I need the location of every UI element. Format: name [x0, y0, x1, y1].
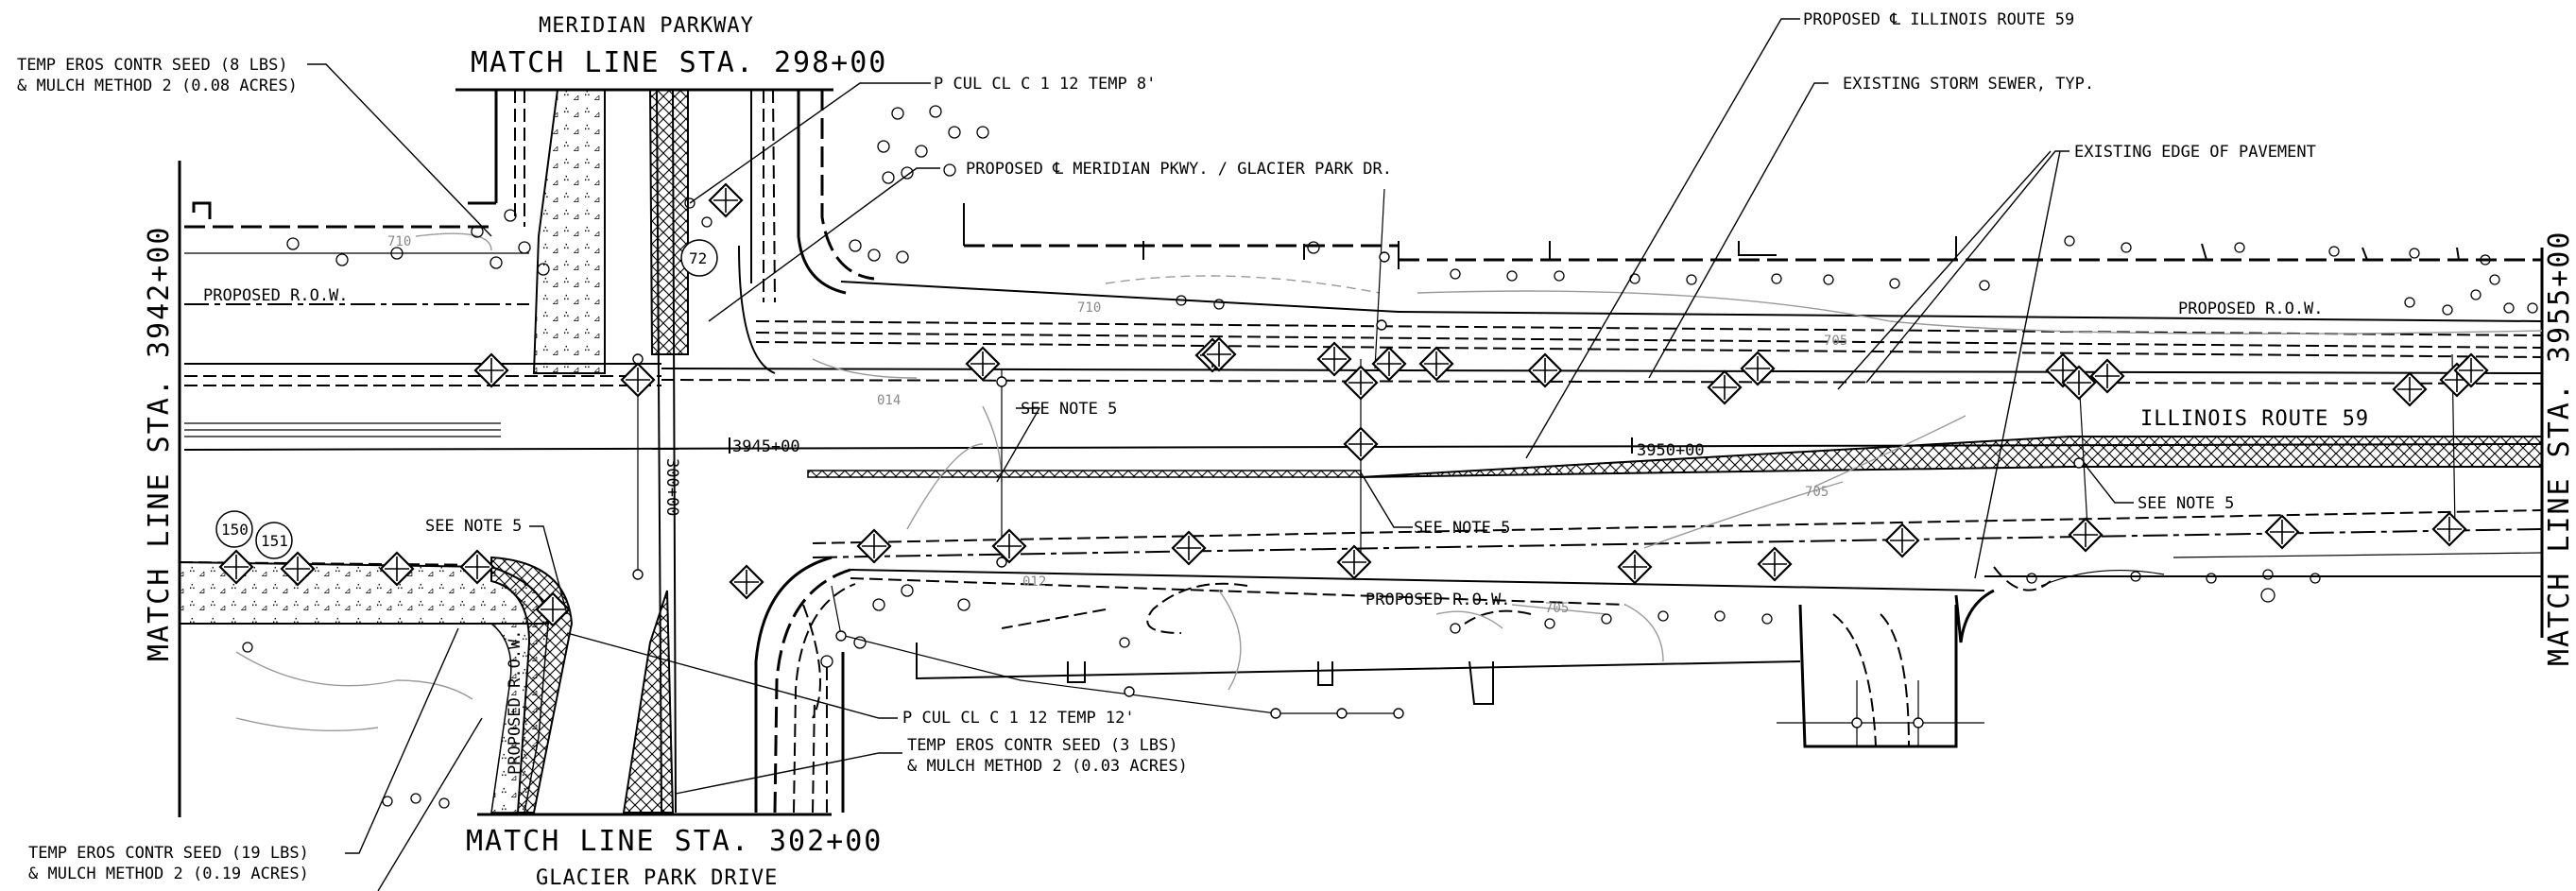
station-ticks — [652, 437, 1633, 454]
callout-cul-12: P CUL CL C 1 12 TEMP 12' — [902, 709, 1135, 728]
erosion-diamond-cross — [626, 368, 650, 392]
callout-see-note-5-c: SEE NOTE 5 — [1414, 519, 1510, 538]
callout-existing-storm: EXISTING STORM SEWER, TYP. — [1843, 75, 2094, 94]
erosion-diamond-cross — [713, 188, 738, 213]
route-label: ILLINOIS ROUTE 59 — [2140, 407, 2369, 431]
contour-710: 710 — [1077, 300, 1101, 316]
contour-705-b: 705 — [1545, 601, 1569, 616]
callout-eros-8-l2: & MULCH METHOD 2 (0.08 ACRES) — [17, 77, 298, 95]
tag-72-circle — [680, 239, 718, 277]
erosion-diamond-cross — [862, 534, 886, 558]
erosion-diamond-cross — [1745, 356, 1770, 381]
erosion-diamond-cross — [385, 557, 409, 581]
tag-151-circle — [255, 522, 293, 559]
erosion-diamond-cross — [2397, 377, 2422, 402]
tag-150-label: 150 — [221, 521, 249, 539]
erosion-diamond-cross — [1348, 432, 1373, 456]
matchline-borders — [178, 88, 2544, 817]
contour-705-a: 705 — [1824, 334, 1847, 349]
erosion-markers — [218, 182, 2489, 627]
utility-manholes — [632, 251, 2085, 728]
matchline-south: MATCH LINE STA. 302+00 — [466, 825, 883, 858]
erosion-diamond-cross — [2067, 370, 2091, 395]
callout-eros-3-l1: TEMP EROS CONTR SEED (3 LBS) — [907, 736, 1178, 755]
erosion-diamond-cross — [1623, 555, 1647, 579]
erosion-diamond-cross — [465, 555, 489, 579]
contour-710-b: 710 — [387, 234, 411, 249]
tag-circles — [215, 239, 718, 559]
erosion-diamond-cross — [1762, 552, 1787, 576]
station-300: 300+00 — [662, 458, 681, 516]
erosion-diamond-cross — [2073, 523, 2098, 547]
callout-eros-8-l1: TEMP EROS CONTR SEED (8 LBS) — [17, 56, 288, 75]
callout-proposed-cl-meridian: PROPOSED ℄ MERIDIAN PKWY. / GLACIER PARK… — [966, 160, 1392, 179]
erosion-diamond-cross — [1342, 550, 1366, 574]
erosion-diamond-cross — [1348, 370, 1373, 395]
erosion-diamond-cross — [224, 555, 249, 579]
hook-mark — [192, 201, 212, 219]
erosion-diamond-cross — [1377, 351, 1401, 376]
callout-cul-8: P CUL CL C 1 12 TEMP 8' — [934, 75, 1156, 94]
contour-012: 012 — [1022, 574, 1046, 590]
callout-eros-19-l2: & MULCH METHOD 2 (0.19 ACRES) — [28, 865, 309, 883]
text-layer: MERIDIAN PARKWAY MATCH LINE STA. 298+00 … — [17, 10, 2576, 890]
tag-150-circle — [215, 510, 253, 548]
proposed-row-west: PROPOSED R.O.W. — [203, 286, 349, 305]
callout-proposed-cl-route: PROPOSED ℄ ILLINOIS ROUTE 59 — [1803, 10, 2074, 29]
erosion-diamond-cross — [2459, 358, 2483, 383]
erosion-diamond-cross — [2095, 364, 2120, 388]
erosion-diamond-cross — [997, 534, 1022, 558]
callout-existing-edge: EXISTING EDGE OF PAVEMENT — [2074, 143, 2316, 162]
contour-014: 014 — [877, 393, 901, 408]
erosion-diamond-cross — [970, 351, 995, 376]
seed-areas — [179, 89, 606, 814]
station-3945: 3945+00 — [732, 437, 800, 456]
erosion-diamond-cross — [1322, 347, 1347, 371]
erosion-diamond-cross — [1533, 358, 1557, 383]
erosion-diamond-cross — [1890, 528, 1915, 553]
matchline-west: MATCH LINE STA. 3942+00 — [143, 226, 176, 661]
street-south-label: GLACIER PARK DRIVE — [536, 866, 778, 890]
tag-72-label: 72 — [689, 249, 707, 267]
erosion-diamond-cross — [541, 597, 565, 622]
erosion-diamond-cross — [479, 358, 504, 383]
leader-lines — [307, 18, 2134, 891]
erosion-diamond-cross — [1712, 375, 1737, 400]
matchline-east: MATCH LINE STA. 3955+00 — [2543, 231, 2576, 666]
station-3950: 3950+00 — [1637, 441, 1705, 460]
erosion-diamond-cross — [2051, 358, 2075, 383]
proposed-row-vertical: PROPOSED R.O.W. — [506, 629, 524, 775]
tag-151-label: 151 — [261, 532, 288, 550]
matchline-north: MATCH LINE STA. 298+00 — [471, 46, 887, 79]
erosion-diamond-cross — [1176, 536, 1201, 560]
contour-705-c: 705 — [1805, 485, 1829, 500]
street-north-label: MERIDIAN PARKWAY — [539, 14, 754, 38]
proposed-row-south: PROPOSED R.O.W. — [1365, 591, 1511, 609]
erosion-diamond-cross — [285, 557, 310, 581]
erosion-diamond-cross — [734, 570, 759, 594]
erosion-diamond-cross — [1424, 351, 1449, 376]
proposed-row-east: PROPOSED R.O.W. — [2178, 300, 2324, 318]
callout-see-note-5-b: SEE NOTE 5 — [425, 517, 522, 536]
callout-eros-19-l1: TEMP EROS CONTR SEED (19 LBS) — [28, 844, 309, 863]
erosion-diamond-cross — [1207, 342, 1231, 367]
erosion-diamond-cross — [2270, 520, 2294, 544]
callout-see-note-5-d: SEE NOTE 5 — [2138, 494, 2234, 513]
callout-see-note-5-a: SEE NOTE 5 — [1021, 400, 1117, 419]
tree-symbols — [242, 105, 2538, 809]
callout-eros-3-l2: & MULCH METHOD 2 (0.03 ACRES) — [907, 757, 1188, 776]
erosion-diamond-cross — [2437, 517, 2462, 541]
